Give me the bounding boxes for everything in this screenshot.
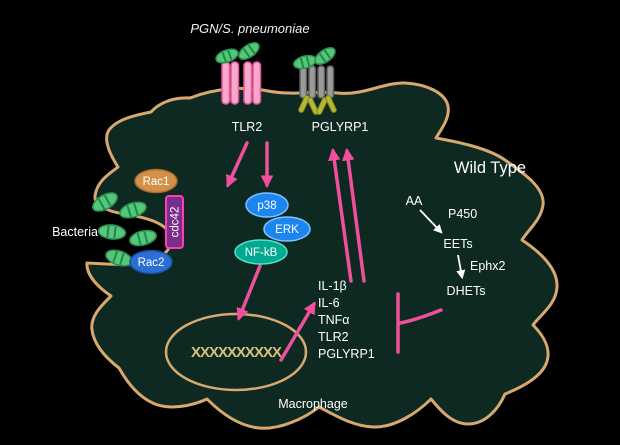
arrow-tlr2-to-cytoplasm [226,141,249,188]
tlr2-label: TLR2 [232,120,263,134]
pglyrp1-receptor [298,65,337,115]
gene-list-item: TNFα [318,313,350,327]
erk-node: ERK [263,216,311,242]
ligand-label: PGN/S. pneumoniae [190,21,309,36]
rac2-node: Rac2 [129,249,173,275]
gene-list-item: TLR2 [318,330,349,344]
arrow-genes-to-pglyrp1-1 [328,147,353,283]
nucleus [164,312,308,392]
gene-list: IL-1β IL-6 TNFα TLR2 PGLYRP1 [318,279,375,361]
arrow-eets-to-dhets [456,254,466,280]
inhibition-stem [398,308,443,325]
gene-list-item: IL-6 [318,296,340,310]
gene-list-item: PGLYRP1 [318,347,375,361]
arrow-nfkb-to-nucleus [236,264,262,321]
nfkb-node: NF-kB [234,239,288,265]
rac1-label: Rac1 [143,176,170,188]
tlr2-receptor [221,61,262,105]
erk-label: ERK [275,224,299,236]
bacterium [129,229,157,247]
dna-squiggle: XXXXXXXXXX [191,344,282,361]
rac2-label: Rac2 [138,257,165,269]
wild-type-label: Wild Type [454,159,526,177]
bacterium [97,224,127,240]
rac1-node: Rac1 [134,168,178,194]
cdc42-node: cdc42 [165,195,184,249]
bacterium [92,192,118,212]
p38-node: p38 [245,192,289,218]
cdc42-label: cdc42 [170,207,182,238]
nfkb-label: NF-kB [245,247,278,259]
bacteria-label: Bacteria [52,225,98,239]
arrow-nucleus-to-genes [279,301,316,362]
pgn-ligand [215,42,336,70]
dhets-label: DHETs [447,284,486,298]
eet-pathway: AA P450 EETs Ephx2 DHETs [406,194,506,298]
arrow-genes-to-pglyrp1-2 [341,147,366,283]
aa-label: AA [406,194,423,208]
gene-list-item: IL-1β [318,279,347,293]
eets-label: EETs [443,237,472,251]
p450-label: P450 [448,207,477,221]
macrophage-label: Macrophage [278,397,348,411]
p38-label: p38 [257,200,276,212]
ephx2-label: Ephx2 [470,259,505,273]
bacteria-cluster [92,192,157,267]
bacterium [105,249,133,267]
bacterium [119,201,147,219]
arrow-aa-to-eets [419,209,443,234]
pglyrp1-label: PGLYRP1 [312,120,369,134]
